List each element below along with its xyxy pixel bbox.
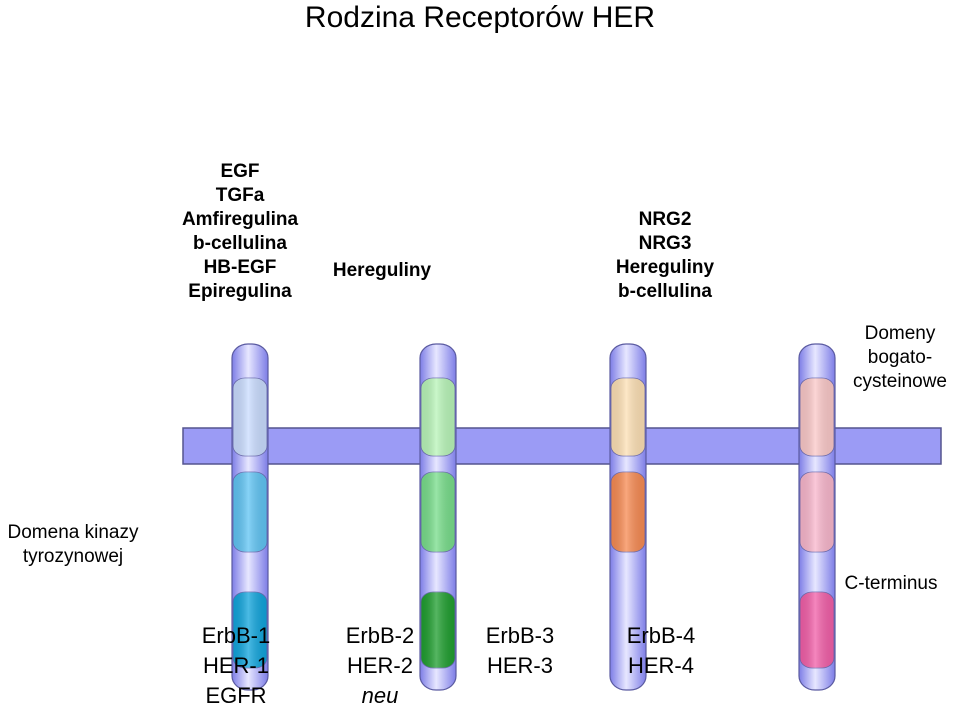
kinase-domain-label: Domena kinazy tyrozynowej [0, 521, 146, 569]
domain-shading [421, 472, 455, 552]
receptor-name-erbb3: ErbB-3 HER-3 [460, 621, 580, 681]
receptor-name-line: EGFR [205, 683, 267, 708]
ligands-erbb1: EGF TGFa Amfiregulina b-cellulina HB-EGF… [160, 160, 320, 304]
domain-shading [421, 592, 455, 668]
domain-shading [233, 378, 267, 456]
domain-shading [233, 592, 267, 668]
receptor-name-erbb4: ErbB-4 HER-4 [601, 621, 721, 681]
receptor-name-erbb2: ErbB-2 HER-2 neu [320, 621, 440, 711]
annotation-line: bogato- [867, 347, 933, 368]
receptor-tube [798, 343, 836, 691]
domain-shading [800, 472, 834, 552]
ligand-label: b-cellulina [193, 233, 287, 254]
annotation-line: Domena kinazy [7, 522, 139, 543]
domain-shading [421, 378, 455, 456]
ligands-erbb3: NRG2 NRG3 Hereguliny b-cellulina [590, 208, 740, 304]
ligand-label: TGFa [215, 185, 265, 206]
receptor-name-erbb1: ErbB-1 HER-1 EGFR [176, 621, 296, 711]
ligand-label: Epiregulina [188, 281, 292, 302]
diagram-title: Rodzina Receptorów HER [304, 1, 656, 34]
receptor-name-line: neu [361, 683, 399, 708]
ligand-label: EGF [220, 161, 260, 182]
ligand-label: HB-EGF [203, 257, 277, 278]
annotation-line: cysteinowe [853, 371, 947, 392]
receptor-tube [609, 343, 647, 691]
ligand-label: b-cellulina [618, 281, 712, 302]
c-terminus-label: C-terminus [844, 573, 938, 594]
ligand-label: NRG3 [638, 233, 692, 254]
receptor-name-line: HER-1 [202, 653, 269, 678]
domain-shading [233, 472, 267, 552]
annotation-line: tyrozynowej [22, 546, 124, 567]
receptor-name-line: HER-2 [346, 653, 413, 678]
ligand-label: Hereguliny [615, 257, 715, 278]
receptor-name-line: ErbB-1 [201, 623, 271, 648]
receptor-tube [231, 343, 269, 691]
receptor-name-line: ErbB-3 [485, 623, 555, 648]
ligand-label: Amfiregulina [181, 209, 299, 230]
ligand-label: NRG2 [638, 209, 692, 230]
domain-shading [800, 378, 834, 456]
receptor-name-line: HER-3 [486, 653, 553, 678]
domain-shading [611, 378, 645, 456]
domain-shading [800, 592, 834, 668]
ligand-label: Hereguliny [332, 260, 432, 281]
receptor-name-line: ErbB-2 [345, 623, 415, 648]
annotation-line: Domeny [864, 323, 936, 344]
receptor-tube [419, 343, 457, 691]
cysteine-domain-label: Domeny bogato- cysteinowe [843, 322, 957, 394]
receptor-name-line: HER-4 [627, 653, 694, 678]
ligands-erbb2: Hereguliny [322, 259, 442, 283]
domain-shading [611, 472, 645, 552]
receptor-name-line: ErbB-4 [626, 623, 696, 648]
